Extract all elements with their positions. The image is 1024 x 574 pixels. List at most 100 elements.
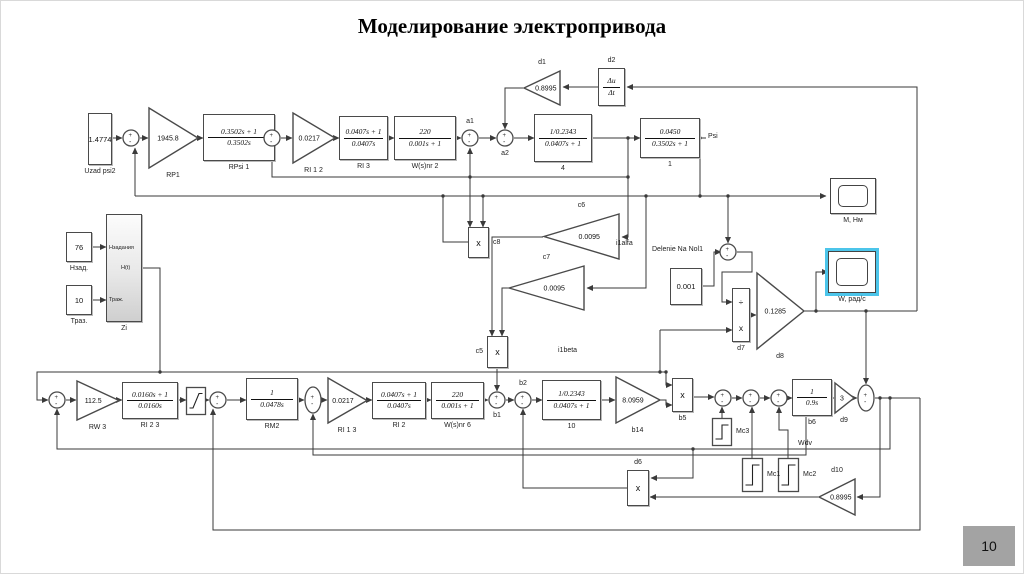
block-delenie-const[interactable]: 0.001: [670, 268, 702, 305]
wire: [650, 449, 694, 481]
block-label-scope-m: M, Нм: [843, 217, 863, 224]
signal-label-psi: Psi: [708, 133, 718, 140]
block-label-sum-b1: b1: [493, 412, 501, 419]
step-icon: [745, 464, 760, 486]
block-sum-f[interactable]: +-: [857, 384, 875, 412]
block-label-sum-b2: b2: [519, 380, 527, 387]
block-sum-w1b[interactable]: +-: [48, 391, 66, 409]
block-c7[interactable]: 0.0095: [506, 265, 585, 311]
block-label-d7: d7: [737, 345, 745, 352]
block-mc1[interactable]: [741, 457, 764, 493]
block-d9[interactable]: 3: [834, 381, 856, 415]
wire: [442, 196, 468, 243]
signal-label-delenie-na-nol1: Delenie Na Nol1: [652, 246, 703, 253]
block-sum-e1[interactable]: +-: [304, 386, 322, 414]
wire: [660, 399, 673, 408]
block-label-blk4: 4: [561, 165, 565, 172]
block-d6[interactable]: x: [627, 470, 649, 506]
block-label-b14: b14: [631, 427, 644, 434]
tf-denominator: 0.3502s: [227, 138, 251, 147]
wire: [815, 269, 829, 311]
wire: [586, 196, 647, 291]
block-sum-s2[interactable]: +-: [263, 129, 281, 147]
sum-sign-plus: +: [721, 393, 725, 399]
tf-numerator: 1: [810, 386, 814, 396]
gain-value: 1945.8: [157, 136, 179, 143]
block-rp1[interactable]: 1945.8: [148, 106, 200, 170]
wire: [856, 398, 881, 500]
wire: [621, 177, 629, 240]
block-c8[interactable]: x: [468, 227, 489, 258]
block-ri12[interactable]: 0.0217: [292, 111, 337, 165]
block-label-d10: d10: [831, 467, 843, 474]
saturation-icon: [189, 392, 203, 409]
block-label-blk10: 10: [567, 423, 576, 430]
scope-screen-icon: [838, 185, 868, 207]
block-traz[interactable]: 10: [66, 285, 92, 315]
wire-junction: [481, 194, 485, 198]
tf-numerator: 0.0407s + 1: [380, 389, 418, 399]
block-sum-c2[interactable]: +-: [742, 389, 760, 407]
wire-junction: [626, 175, 630, 179]
block-c6[interactable]: 0.0095: [541, 213, 620, 260]
block-scope-w-selected[interactable]: [828, 251, 876, 293]
block-sum-a2[interactable]: +-: [496, 129, 514, 147]
block-d10[interactable]: 0.8995: [817, 477, 856, 517]
subsystem-port-2: Траж.: [109, 297, 124, 303]
block-sum-s1[interactable]: +-: [122, 129, 140, 147]
block-sum-b2[interactable]: +-: [514, 391, 532, 409]
sum-sign-plus: +: [311, 395, 315, 401]
wire: [489, 236, 543, 337]
tf-denominator: 0.0407s: [351, 138, 376, 148]
signal-label-i1alfa: i1alfa: [616, 240, 633, 247]
block-label-mc1: Mc1: [767, 471, 781, 478]
block-sum-c3[interactable]: +-: [770, 389, 788, 407]
block-sum-d[interactable]: +-: [719, 243, 737, 261]
block-b5[interactable]: x: [672, 378, 693, 412]
sum-sign-minus: -: [55, 401, 58, 408]
block-uzad-psi2[interactable]: 1.4774: [88, 113, 112, 165]
block-label-ri23: RI 2 3: [140, 422, 160, 429]
block-d8[interactable]: 0.1285: [756, 271, 806, 351]
block-c5[interactable]: x: [487, 336, 508, 368]
block-ri13[interactable]: 0.0217: [327, 376, 369, 425]
tf-numerator: 1/0.2343: [558, 389, 585, 398]
wire-junction: [864, 309, 868, 313]
block-scope-m[interactable]: [830, 178, 876, 214]
block-rw3[interactable]: 112.5: [76, 379, 121, 422]
wire-junction: [888, 396, 892, 400]
block-sum-c1[interactable]: +-: [714, 389, 732, 407]
block-label-blk1: 1: [668, 161, 672, 168]
block-mc3[interactable]: [711, 417, 733, 447]
block-d1[interactable]: 0.8995: [522, 69, 561, 107]
block-b14[interactable]: 8.0959: [615, 375, 662, 425]
wire-junction: [468, 175, 472, 179]
sum-sign-plus: +: [749, 393, 753, 399]
block-sat[interactable]: [185, 386, 207, 416]
block-mc2[interactable]: [777, 457, 800, 493]
block-d7[interactable]: ÷x: [732, 288, 750, 342]
block-sum-b1[interactable]: +-: [488, 391, 506, 409]
gain-value: 8.0959: [622, 398, 644, 405]
wire-junction: [664, 370, 668, 374]
tf-numerator: 220: [451, 389, 464, 399]
signal-label-wdv: Wdv: [798, 440, 812, 447]
block-sum-w2b[interactable]: +-: [209, 391, 227, 409]
block-label-rpsi1: RPsi 1: [228, 164, 250, 171]
block-sum-a1[interactable]: +-: [461, 129, 479, 147]
wire: [210, 398, 921, 531]
tf-denominator: 0.001s + 1: [408, 138, 442, 148]
block-nzad[interactable]: 76: [66, 232, 92, 262]
